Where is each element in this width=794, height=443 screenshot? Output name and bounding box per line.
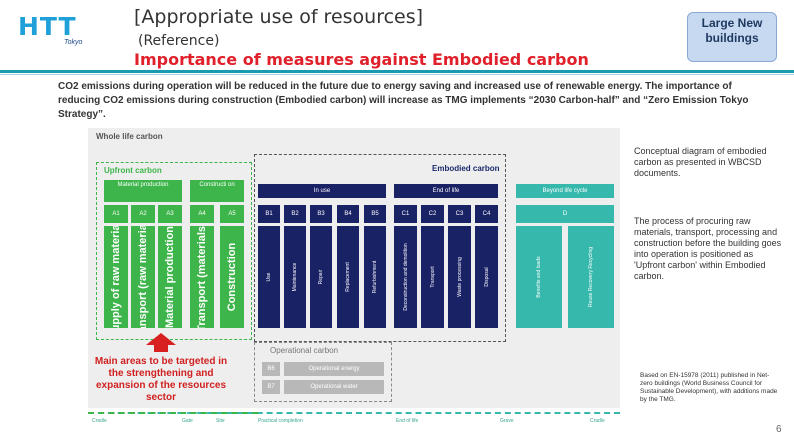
- group-beyond-life-cycle: Beyond life cycle: [516, 184, 614, 198]
- stage-label: Disposal: [483, 267, 490, 287]
- stage-label: Construction: [226, 242, 238, 312]
- stage-eol-transport: Transport: [421, 226, 444, 328]
- red-arrow-stem: [154, 344, 168, 352]
- group-in-use: In use: [258, 184, 386, 198]
- category-badge: Large New buildings: [687, 12, 777, 62]
- embodied-carbon-label: Embodied carbon: [432, 164, 500, 173]
- side-note-conceptual: Conceptual diagram of embodied carbon as…: [634, 146, 767, 178]
- stage-transport-materials: Transport (materials): [190, 226, 214, 328]
- code-c4: C4: [475, 205, 498, 223]
- stage-repair: Repair: [310, 226, 332, 328]
- stage-refurbishment: Refurbishment: [364, 226, 386, 328]
- timeline-grave: Grave: [500, 418, 514, 424]
- stage-label: Replacement: [345, 262, 351, 292]
- htt-logo: HTT Tokyo: [18, 12, 106, 56]
- code-c3: C3: [448, 205, 471, 223]
- timeline-practical-completion: Practical completion: [258, 418, 303, 424]
- code-b4: B4: [337, 205, 359, 223]
- source-note: Based on EN-15978 (2011) published in Ne…: [640, 372, 778, 403]
- code-a4: A4: [190, 205, 214, 223]
- timeline-cradle: Cradle: [92, 418, 107, 424]
- stage-label: Deconstruction and demolition: [402, 243, 409, 311]
- code-b1: B1: [258, 205, 280, 223]
- main-areas-note: Main areas to be targeted in the strengt…: [94, 356, 228, 403]
- intro-text: CO2 emissions during operation will be r…: [58, 81, 749, 120]
- timeline-site: Site: [216, 418, 225, 424]
- stage-label: Transport (raw materials): [137, 226, 149, 328]
- code-a1: A1: [104, 205, 128, 223]
- stage-label: Reuse Recovery Recycling: [588, 246, 594, 308]
- logo-subtext: Tokyo: [64, 39, 83, 46]
- timeline-upfront-segment: [88, 412, 258, 414]
- operational-carbon-label: Operational carbon: [270, 346, 339, 355]
- code-c1: C1: [394, 205, 417, 223]
- header-divider: [0, 70, 794, 73]
- stage-label: Benefits and loads: [536, 256, 542, 298]
- stage-supply-raw-materials: Supply of raw materials: [104, 226, 128, 328]
- stage-use: Use: [258, 226, 280, 328]
- stage-label: Transport (materials): [196, 226, 208, 328]
- side-note-upfront: The process of procuring raw materials, …: [634, 216, 782, 281]
- stage-label: Maintenance: [292, 262, 298, 292]
- code-b3: B3: [310, 205, 332, 223]
- page-number: 6: [776, 424, 782, 435]
- code-a5: A5: [220, 205, 244, 223]
- code-b2: B2: [284, 205, 306, 223]
- operational-energy: Operational energy: [284, 362, 384, 376]
- code-a3: A3: [158, 205, 182, 223]
- embodied-carbon-box: [254, 154, 506, 342]
- page-title: [Appropriate use of resources]: [134, 6, 424, 28]
- timeline-line: [88, 412, 620, 414]
- stage-construction: Construction: [220, 226, 244, 328]
- stage-disposal: Disposal: [475, 226, 498, 328]
- code-b6: B6: [262, 362, 280, 376]
- red-arrow-icon: [146, 333, 176, 345]
- code-d: D: [516, 205, 614, 223]
- logo-text: HTT: [18, 12, 77, 41]
- code-a2: A2: [131, 205, 155, 223]
- stage-transport-raw-materials: Transport (raw materials): [131, 226, 155, 328]
- group-construction: Constructi on: [190, 180, 244, 202]
- timeline-end-of-life: End of life: [396, 418, 419, 424]
- stage-label: Refurbishment: [372, 260, 378, 294]
- stage-waste-processing: Waste processing: [448, 226, 471, 328]
- group-end-of-life: End of life: [394, 184, 498, 198]
- stage-label: Waste processing: [456, 257, 463, 297]
- code-b7: B7: [262, 380, 280, 394]
- code-c2: C2: [421, 205, 444, 223]
- stage-maintenance: Maintenance: [284, 226, 306, 328]
- stage-label: Transport: [429, 266, 436, 288]
- reference-label: (Reference): [138, 33, 220, 49]
- stage-reuse-recovery-recycling: Reuse Recovery Recycling: [568, 226, 614, 328]
- code-b5: B5: [364, 205, 386, 223]
- page-subtitle: Importance of measures against Embodied …: [134, 50, 589, 69]
- stage-benefits-loads: Benefits and loads: [516, 226, 562, 328]
- whole-life-carbon-label: Whole life carbon: [96, 132, 163, 141]
- stage-label: Material production: [164, 226, 176, 328]
- stage-deconstruction: Deconstruction and demolition: [394, 226, 417, 328]
- operational-carbon-box: [254, 342, 392, 402]
- stage-replacement: Replacement: [337, 226, 359, 328]
- group-material-production: Material production: [104, 180, 182, 202]
- stage-material-production: Material production: [158, 226, 182, 328]
- stage-label: Repair: [318, 269, 324, 285]
- header-divider-thin: [0, 74, 794, 75]
- stage-label: Use: [266, 272, 272, 282]
- upfront-carbon-label: Upfront carbon: [104, 166, 162, 175]
- timeline-cradle-end: Cradle: [590, 418, 605, 424]
- timeline-gate: Gate: [182, 418, 193, 424]
- stage-label: Supply of raw materials: [110, 226, 122, 328]
- operational-water: Operational water: [284, 380, 384, 394]
